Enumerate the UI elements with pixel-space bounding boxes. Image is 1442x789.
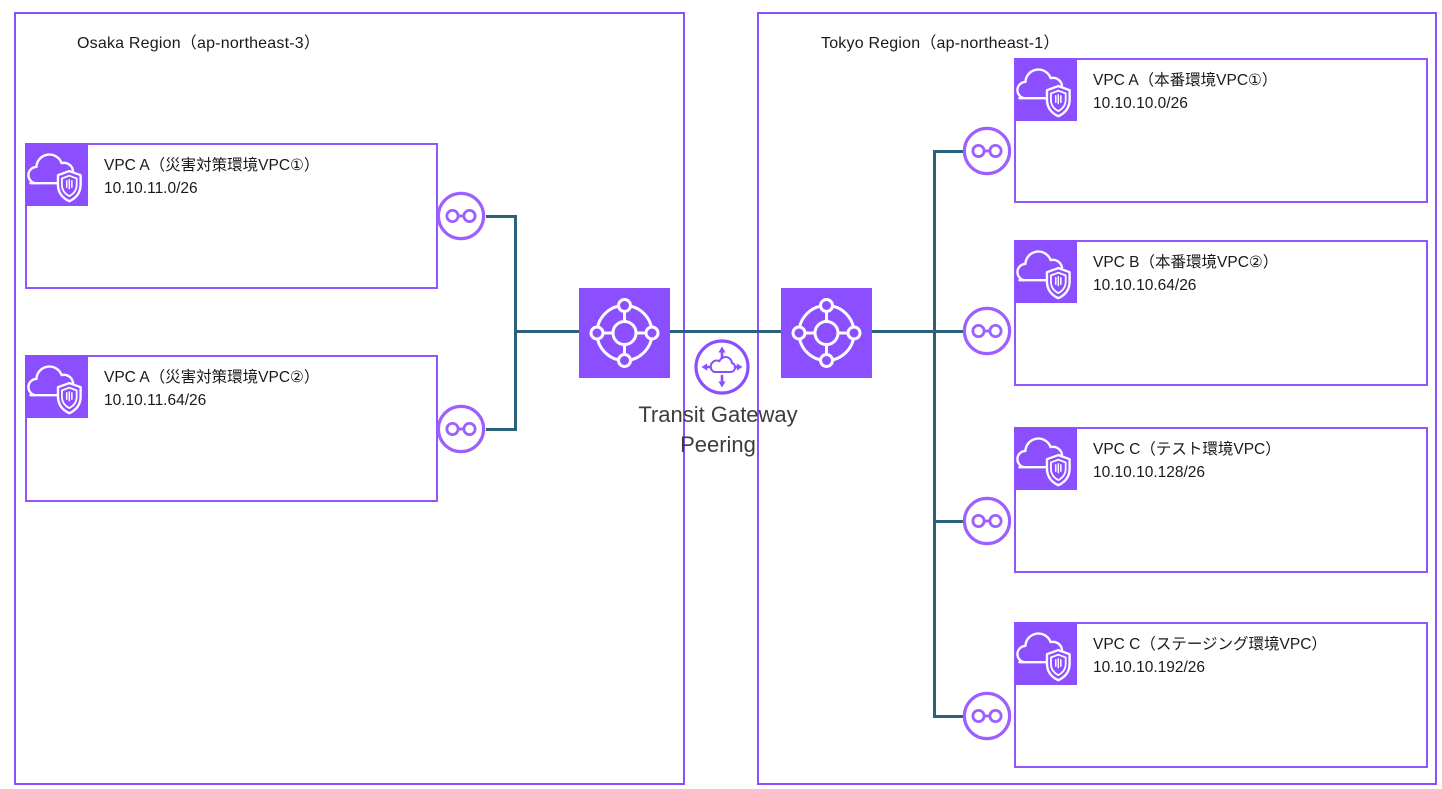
connector-line [933,150,936,718]
transit-gateway-attachment-icon [962,306,1012,356]
transit-gateway-icon [781,288,872,378]
vpc-icon [1014,427,1077,490]
vpc-card: VPC A（災害対策環境VPC②） 10.10.11.64/26 [25,355,438,502]
connector-line [871,330,936,333]
vpc-name: VPC C（ステージング環境VPC） [1093,636,1327,653]
vpc-cidr: 10.10.10.0/26 [1093,95,1188,112]
peering-label-line2: Peering [680,432,756,457]
vpc-card: VPC C（テスト環境VPC） 10.10.10.128/26 [1014,427,1428,573]
vpc-cidr: 10.10.11.0/26 [104,180,198,197]
vpc-cidr: 10.10.10.128/26 [1093,464,1206,481]
transit-gateway-attachment-icon [962,126,1012,176]
connector-line [514,330,579,333]
transit-gateway-attachment-icon [962,691,1012,741]
connector-line [486,215,517,218]
transit-gateway-attachment-icon [436,191,486,241]
transit-gateway-attachment-icon [436,404,486,454]
vpc-name: VPC C（テスト環境VPC） [1093,441,1281,458]
region-osaka: Osaka Region（ap-northeast-3） [14,12,685,785]
vpc-name: VPC A（本番環境VPC①） [1093,72,1278,89]
connector-line [486,428,517,431]
vpc-icon [25,143,88,206]
connector-line [514,215,517,431]
vpc-icon [1014,58,1077,121]
peering-label-line1: Transit Gateway [638,402,798,427]
region-title: Osaka Region（ap-northeast-3） [77,35,321,52]
peering-label: Transit Gateway Peering [578,400,858,460]
vpc-icon [1014,622,1077,685]
vpc-card: VPC A（本番環境VPC①） 10.10.10.0/26 [1014,58,1428,203]
region-title: Tokyo Region（ap-northeast-1） [821,35,1060,52]
transit-gateway-icon [579,288,670,378]
vpc-cidr: 10.10.10.192/26 [1093,659,1206,676]
vpc-icon [25,355,88,418]
vpc-name: VPC A（災害対策環境VPC②） [104,369,320,386]
vpc-icon [1014,240,1077,303]
connector-line [936,330,963,333]
vpc-card: VPC B（本番環境VPC②） 10.10.10.64/26 [1014,240,1428,386]
transit-gateway-peering-icon [693,338,751,396]
vpc-name: VPC A（災害対策環境VPC①） [104,157,320,174]
vpc-cidr: 10.10.11.64/26 [104,392,207,409]
connector-line [670,330,781,333]
vpc-cidr: 10.10.10.64/26 [1093,277,1197,294]
connector-line [933,520,963,523]
transit-gateway-attachment-icon [962,496,1012,546]
connector-line [933,150,963,153]
vpc-card: VPC C（ステージング環境VPC） 10.10.10.192/26 [1014,622,1428,768]
connector-line [933,715,963,718]
region-tokyo: Tokyo Region（ap-northeast-1） [757,12,1437,785]
vpc-name: VPC B（本番環境VPC②） [1093,254,1279,271]
vpc-card: VPC A（災害対策環境VPC①） 10.10.11.0/26 [25,143,438,289]
